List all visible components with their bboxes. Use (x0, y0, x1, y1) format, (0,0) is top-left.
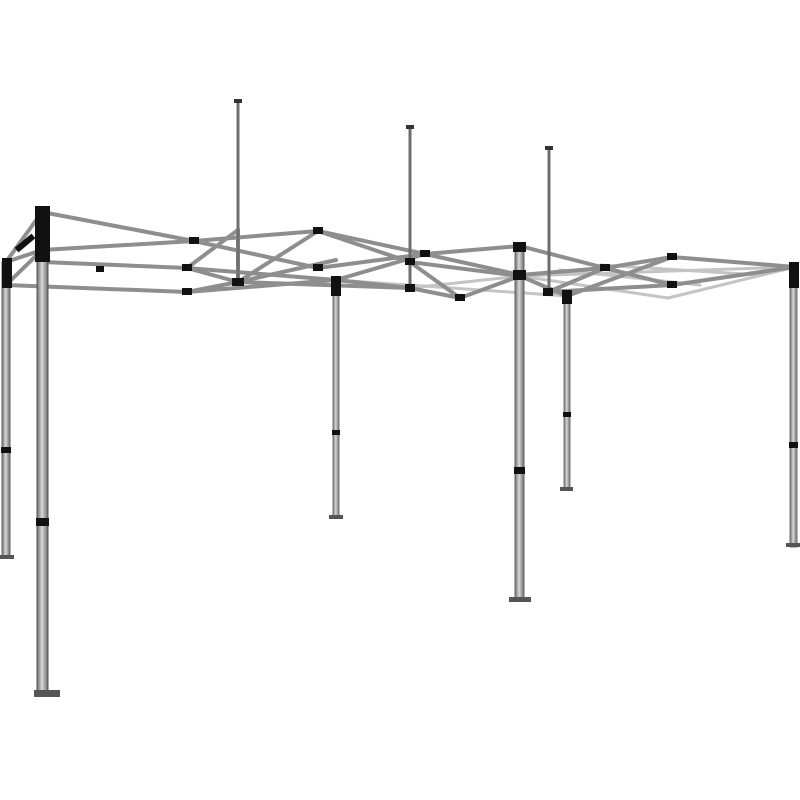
peak-pole-caps (234, 99, 553, 150)
connectors (1, 206, 799, 526)
foot-plates (0, 487, 800, 697)
